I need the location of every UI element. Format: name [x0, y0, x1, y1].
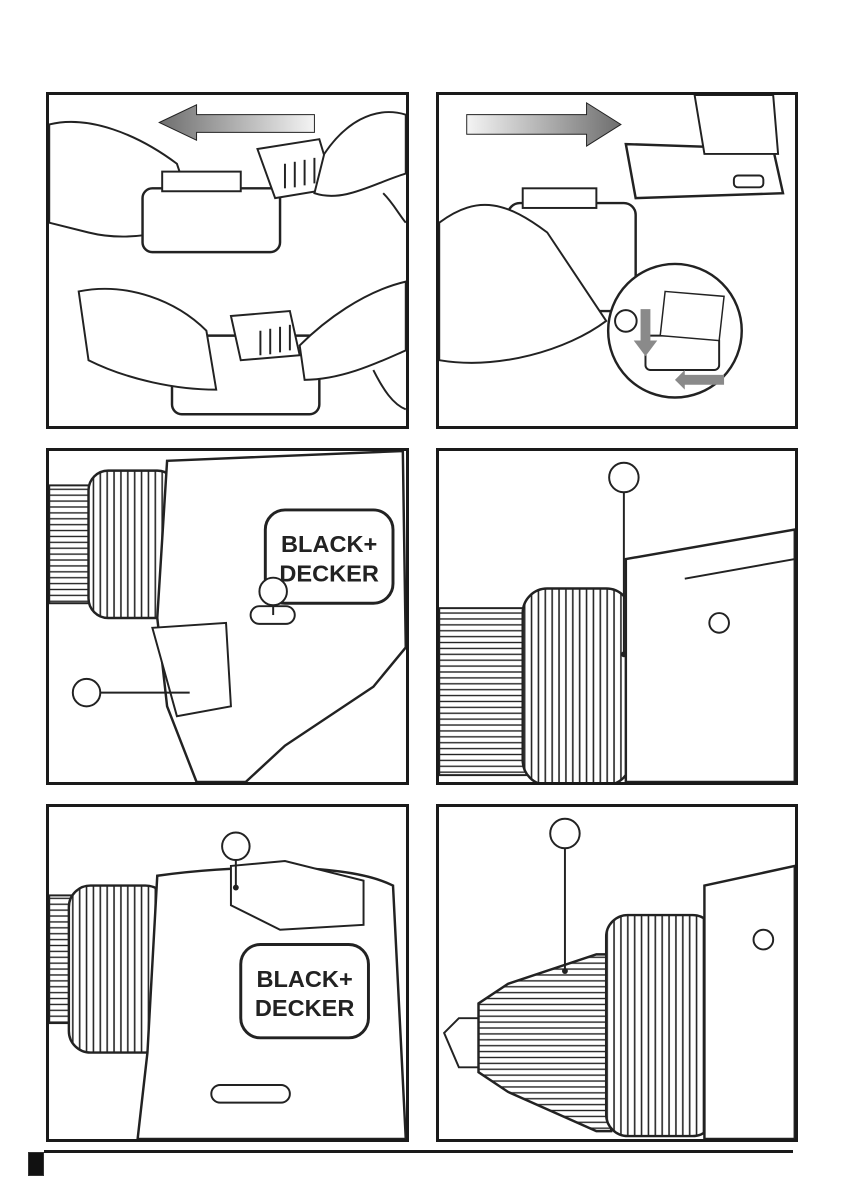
figure-gear-selector: BLACK+ DECKER [46, 804, 409, 1142]
figure-battery-charger [46, 92, 409, 429]
callout-circle [221, 831, 251, 862]
arrow-left-icon [674, 370, 725, 390]
brand-logo-line1: BLACK+ [281, 531, 377, 557]
drill-gear-illustration: BLACK+ DECKER [49, 831, 406, 1139]
brand-logo-line1: BLACK+ [256, 966, 352, 992]
callout-circle [614, 309, 638, 333]
battery-insert-illustration [439, 95, 785, 399]
drill-chuck-illustration [442, 817, 795, 1139]
arrow-left-icon [158, 104, 315, 141]
brand-logo-line2: DECKER [255, 995, 355, 1021]
arrow-down-icon [633, 309, 658, 357]
callout-circle-trigger [71, 677, 102, 708]
callout-circle-switch [258, 576, 288, 607]
figure-battery-insert [436, 92, 798, 429]
drill-trigger-illustration: BLACK+ DECKER [49, 451, 406, 782]
arrow-right-icon [466, 101, 622, 147]
figure-trigger-switch: BLACK+ DECKER [46, 448, 409, 785]
figure-keyless-chuck [436, 804, 798, 1142]
battery-charger-illustration [49, 104, 406, 416]
footer-rule [44, 1150, 793, 1153]
brand-logo-line2: DECKER [279, 561, 379, 587]
page-marker [28, 1152, 44, 1176]
drill-torque-illustration [439, 461, 795, 782]
callout-circle [549, 817, 581, 850]
figure-torque-collar [436, 448, 798, 785]
callout-circle [608, 461, 640, 494]
